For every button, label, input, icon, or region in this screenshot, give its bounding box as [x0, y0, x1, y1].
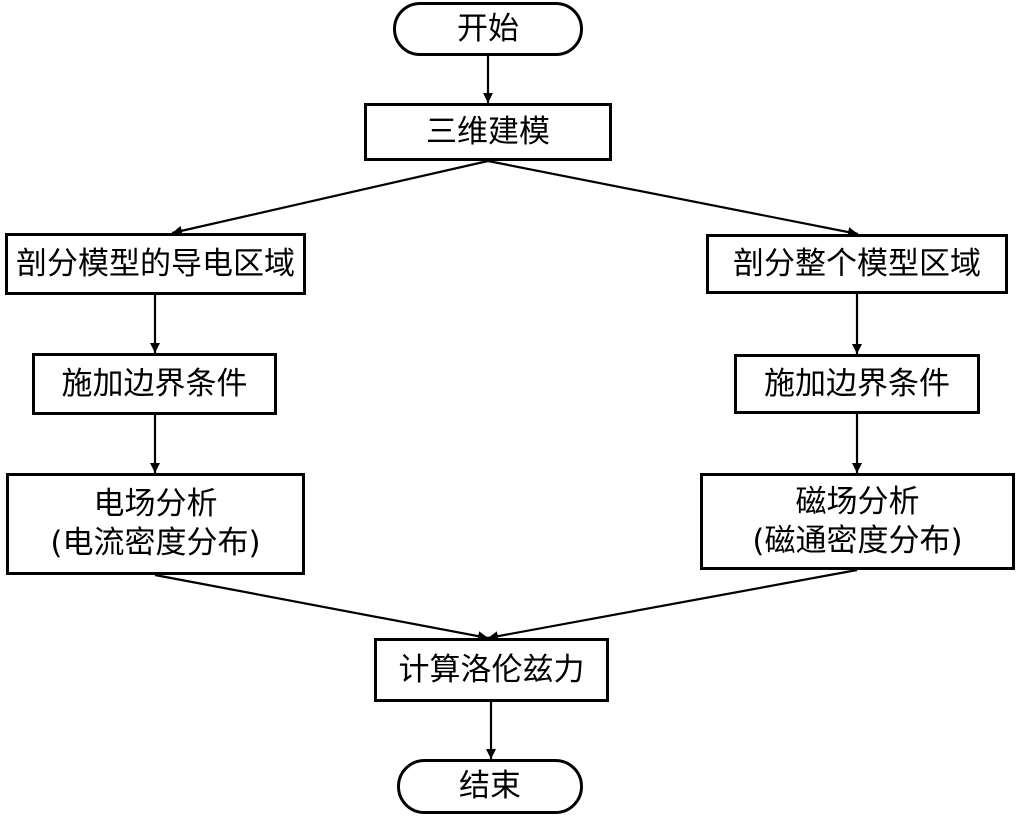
start-label: 开始 [457, 10, 519, 47]
start-terminal: 开始 [393, 2, 583, 56]
arrow-model-to-mesh_conductor [171, 159, 489, 236]
end-terminal: 结束 [397, 759, 583, 814]
flux-density-distribution-note: (磁通密度分布) [752, 522, 963, 559]
current-density-distribution-note: (电流密度分布) [50, 525, 261, 561]
boundary-conditions-left-label: 施加边界条件 [61, 365, 248, 402]
3d-modeling-label: 三维建模 [426, 113, 550, 150]
boundary-conditions-left-step: 施加边界条件 [32, 353, 277, 415]
arrow-electric-to-lorentz [154, 573, 489, 642]
arrow-model-to-mesh_all [487, 159, 859, 237]
boundary-conditions-right-step: 施加边界条件 [734, 354, 980, 414]
mesh-whole-model-label: 剖分整个模型区域 [733, 245, 981, 282]
mesh-conductor-region-step: 剖分模型的导电区域 [5, 233, 306, 295]
end-label: 结束 [459, 768, 521, 805]
3d-modeling-step: 三维建模 [364, 103, 612, 161]
lorentz-force-step: 计算洛伦兹力 [374, 638, 609, 702]
mesh-whole-model-step: 剖分整个模型区域 [706, 234, 1008, 294]
magnetic-field-analysis-step: 磁场分析 (磁通密度分布) [700, 473, 1015, 570]
lorentz-force-label: 计算洛伦兹力 [398, 651, 585, 688]
electric-field-analysis-step: 电场分析 (电流密度分布) [6, 473, 305, 575]
boundary-conditions-right-label: 施加边界条件 [764, 365, 950, 402]
magnetic-field-analysis-title: 磁场分析 [795, 483, 920, 520]
arrow-magnetic-to-lorentz [487, 568, 858, 642]
electric-field-analysis-title: 电场分析 [93, 486, 218, 523]
mesh-conductor-region-label: 剖分模型的导电区域 [16, 245, 295, 282]
